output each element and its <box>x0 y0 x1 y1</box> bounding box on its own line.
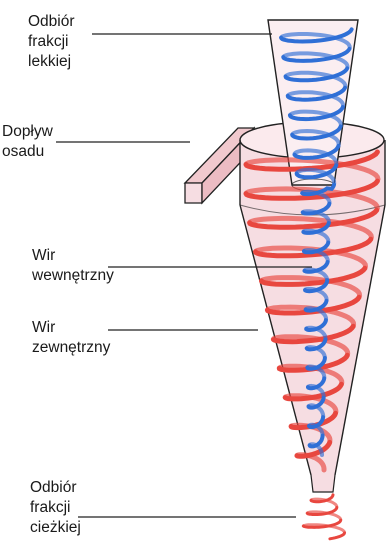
heavy-discharge-spiral <box>303 495 344 539</box>
label-outer-vortex: Wir zewnętrzny <box>32 318 110 358</box>
label-inner-vortex: Wir wewnętrzny <box>32 246 114 286</box>
label-feed-inlet: Dopływ osadu <box>2 122 53 162</box>
label-light-fraction: Odbiór frakcji lekkiej <box>28 12 75 72</box>
label-heavy-fraction: Odbiór frakcji cieżkiej <box>30 478 81 538</box>
